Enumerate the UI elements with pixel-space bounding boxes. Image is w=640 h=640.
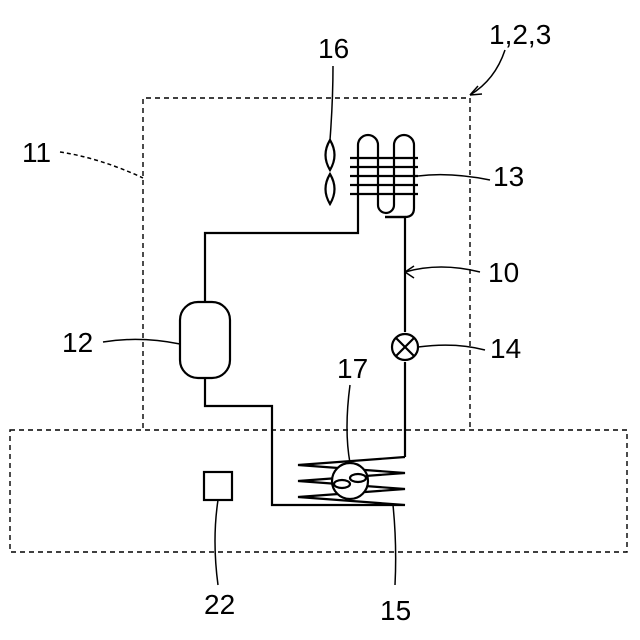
- label-unit: 1,2,3: [489, 19, 551, 50]
- accumulator-icon: [180, 302, 230, 378]
- label-fan-upper: 16: [318, 33, 349, 64]
- sensor-icon: [204, 472, 232, 500]
- label-accumulator: 12: [62, 327, 93, 358]
- label-sensor: 22: [204, 589, 235, 620]
- upper-housing-outline: [143, 98, 470, 428]
- label-condenser: 13: [493, 161, 524, 192]
- label-valve: 14: [490, 333, 521, 364]
- label-fan-lower: 17: [337, 353, 368, 384]
- label-pipe: 10: [488, 257, 519, 288]
- label-evaporator: 15: [380, 595, 411, 626]
- expansion-valve-icon: [392, 334, 418, 360]
- lower-fan-icon: [332, 463, 368, 499]
- condenser-coil-icon: [350, 135, 418, 217]
- lower-housing-outline: [10, 430, 627, 552]
- label-housing: 11: [22, 137, 51, 168]
- upper-fan-icon: [326, 140, 335, 204]
